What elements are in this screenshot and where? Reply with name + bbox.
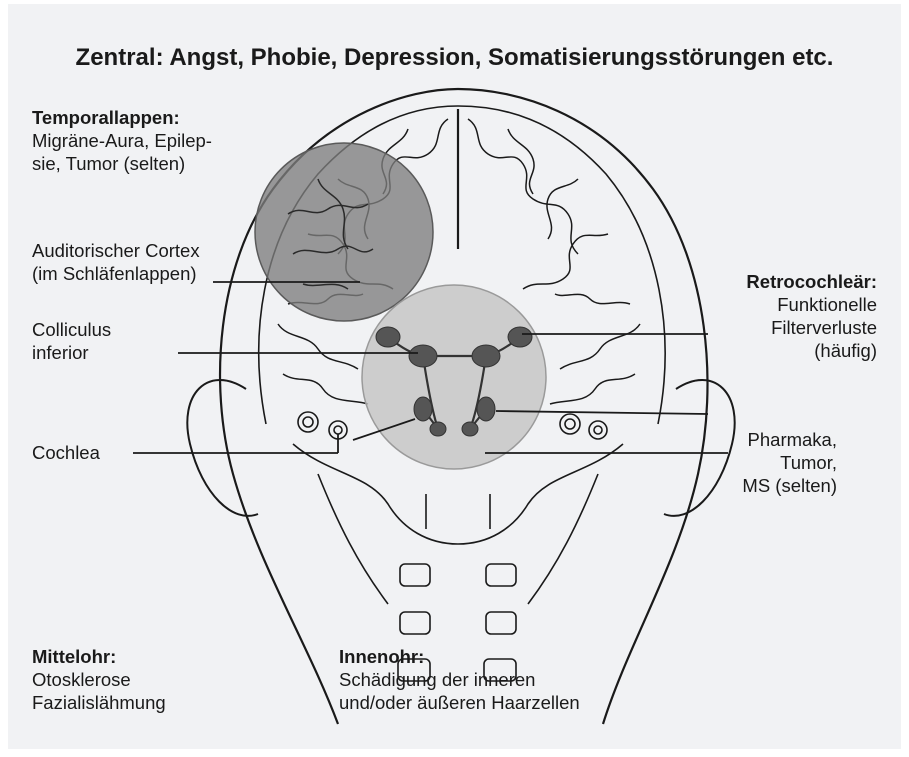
- label-colliculus-inferior: Colliculus inferior: [32, 318, 111, 364]
- label-retrocochlear: Retrocochleär: Funktionelle Filterverlus…: [746, 270, 877, 362]
- label-mittelohr: Mittelohr: Otosklerose Fazialislähmung: [32, 645, 166, 714]
- right-ear: [664, 380, 735, 516]
- label-innenohr: Innenohr: Schädigung der inneren und/ode…: [339, 645, 580, 714]
- label-pharmaka: Pharmaka, Tumor, MS (selten): [742, 428, 837, 497]
- label-cochlea: Cochlea: [32, 441, 100, 464]
- label-temporallappen: Temporallappen: Migräne-Aura, Epilep- si…: [32, 106, 212, 175]
- auditory-pathway-highlight: [362, 285, 546, 469]
- diagram-panel: Zentral: Angst, Phobie, Depression, Soma…: [8, 4, 901, 749]
- diagram-title: Zentral: Angst, Phobie, Depression, Soma…: [8, 44, 901, 72]
- left-ear: [187, 380, 258, 516]
- label-auditorischer-cortex: Auditorischer Cortex (im Schläfenlappen): [32, 239, 200, 285]
